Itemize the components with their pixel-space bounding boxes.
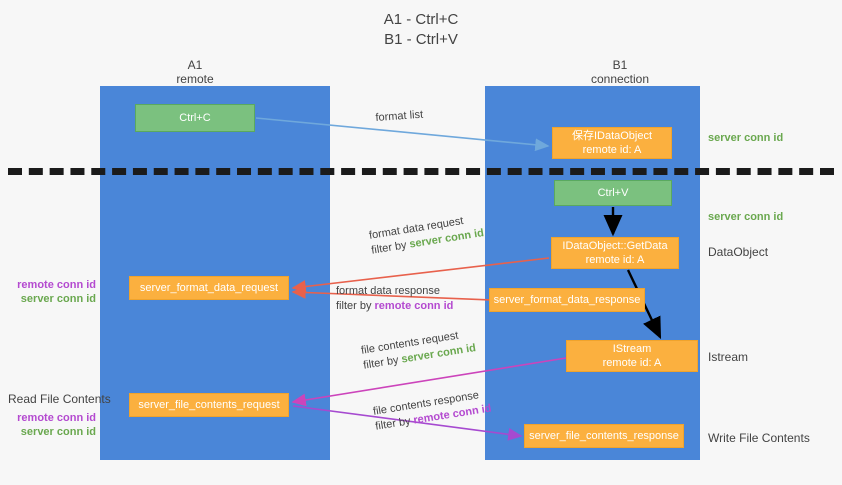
node-ctrl-v[interactable]: Ctrl+V [554,180,672,206]
annotation-format-data-response: format data response filter by remote co… [336,284,453,314]
label-dataobject: DataObject [708,245,769,259]
label-write-file-contents: Write File Contents [708,431,810,445]
arrow-ctrlc-to-save [255,117,550,152]
node-save-dataobject[interactable]: 保存IDataObject remote id: A [552,127,672,159]
arrow-file-request-to-response [292,405,523,441]
node-server-file-contents-request[interactable]: server_file_contents_request [129,393,289,417]
label-server-conn-id-mid: server conn id [708,211,784,223]
filter-value: remote conn id [374,300,454,312]
node-server-format-data-response[interactable]: server_format_data_response [489,288,645,312]
node-save-dataobject-line2: remote id: A [582,144,642,156]
node-save-dataobject-line1: 保存IDataObject [571,130,653,142]
lane-b1-name: B1 [612,58,628,72]
node-server-file-contents-response[interactable]: server_file_contents_response [524,424,684,448]
lane-b1-role: connection [590,72,650,86]
lane-a1-name: A1 [187,58,203,72]
title-line-2: B1 - Ctrl+V [384,31,458,48]
diagram-title: A1 - Ctrl+C B1 - Ctrl+V [0,10,842,50]
node-ctrl-v-label: Ctrl+V [597,187,629,199]
node-server-format-data-request-label: server_format_data_request [139,282,279,294]
lane-header-b1: B1 connection [545,58,695,86]
node-istream-line2: remote id: A [602,357,662,369]
annotation-format-list-text: format list [375,108,424,124]
lane-a1-role: remote [176,72,214,86]
node-server-file-contents-response-label: server_file_contents_response [529,430,679,442]
label-group-conn-ids-top: remote conn id server conn id [8,278,96,306]
label-istream: Istream [708,350,749,364]
arrow-istream-to-file-request [291,357,567,407]
phase-divider [8,168,834,175]
label-server-conn-id-2: server conn id [20,426,96,438]
filter-prefix: filter by [336,300,375,312]
lane-header-a1: A1 remote [120,58,270,86]
node-ctrl-c-label: Ctrl+C [179,112,211,124]
node-getdata-line1: IDataObject::GetData [562,240,668,252]
node-server-format-data-response-label: server_format_data_response [493,294,641,306]
label-remote-conn-id-1: remote conn id [17,279,96,291]
annotation-format-data-response-filter: filter by remote conn id [336,299,453,314]
label-server-conn-id-1: server conn id [20,293,96,305]
node-istream-line1: IStream [612,343,652,355]
node-istream[interactable]: IStream remote id: A [566,340,698,372]
label-group-conn-ids-bottom: remote conn id server conn id [8,411,96,439]
node-getdata-line2: remote id: A [585,254,645,266]
node-server-format-data-request[interactable]: server_format_data_request [129,276,289,300]
arrow-getdata-to-format-request [291,257,550,293]
annotation-format-data-response-title: format data response [336,285,440,297]
title-line-1: A1 - Ctrl+C [383,11,459,28]
label-server-conn-id-top: server conn id [708,132,784,144]
node-ctrl-c[interactable]: Ctrl+C [135,104,255,132]
label-read-file-contents: Read File Contents [8,392,111,406]
node-server-file-contents-request-label: server_file_contents_request [138,399,280,411]
label-remote-conn-id-2: remote conn id [17,412,96,424]
node-getdata[interactable]: IDataObject::GetData remote id: A [551,237,679,269]
